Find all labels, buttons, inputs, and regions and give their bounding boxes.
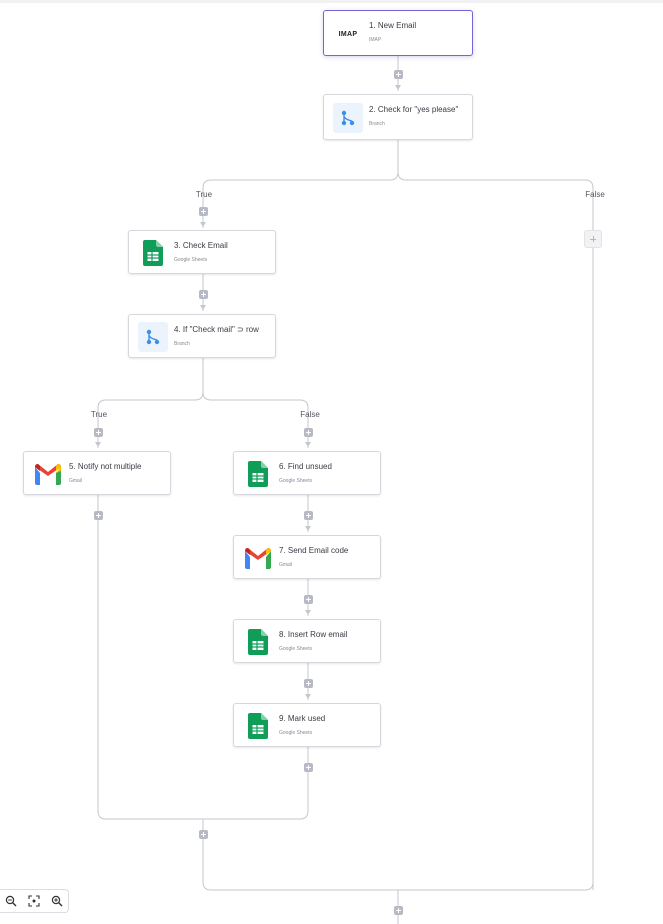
step-title: 7. Send Email code [279,546,349,555]
step-2-branch[interactable]: 2. Check for "yes please" Branch [323,94,473,140]
fit-to-screen-icon [28,895,40,907]
add-step-button[interactable] [304,511,313,520]
step-9-mark-used[interactable]: 9. Mark used Google Sheets [233,703,381,747]
step-title: 2. Check for "yes please" [369,105,459,114]
step-1-new-email[interactable]: IMAP 1. New Email IMAP [323,10,473,56]
step-7-send-email[interactable]: 7. Send Email code Gmail [233,535,381,579]
zoom-in-icon [51,895,63,907]
branch-label-true: True [90,410,108,419]
google-sheets-icon [138,238,168,268]
add-step-button[interactable] [304,679,313,688]
step-app: Google Sheets [279,646,313,652]
zoom-controls [0,889,69,913]
step-app: Google Sheets [174,257,208,263]
branch-label-false: False [300,410,320,419]
step-app: Gmail [69,478,83,484]
step-app: Branch [174,341,190,347]
step-title: 4. If "Check mail" ⊃ row [174,325,259,334]
step-title: 1. New Email [369,21,417,30]
step-title: 5. Notify not multiple [69,462,142,471]
step-app: Gmail [279,562,293,568]
step-app: IMAP [369,37,382,43]
zoom-out-icon [6,895,17,907]
google-sheets-icon [243,459,273,489]
gmail-icon [243,543,273,573]
add-step-false-branch-button[interactable] [584,230,602,248]
add-step-button[interactable] [94,428,103,437]
step-6-find[interactable]: 6. Find unsued Google Sheets [233,451,381,495]
add-step-button[interactable] [94,511,103,520]
branch-label-false: False [585,190,605,199]
add-step-button[interactable] [199,830,208,839]
add-step-button[interactable] [394,70,403,79]
imap-logo-text: IMAP [338,30,358,38]
branch-icon [138,322,168,352]
step-4-branch[interactable]: 4. If "Check mail" ⊃ row Branch [128,314,276,358]
step-3-check-email[interactable]: 3. Check Email Google Sheets [128,230,276,274]
google-sheets-icon [243,711,273,741]
add-step-button[interactable] [394,906,403,915]
zoom-out-button[interactable] [0,890,23,912]
google-sheets-icon [243,627,273,657]
step-app: Google Sheets [279,730,313,736]
fit-to-screen-button[interactable] [23,890,46,912]
step-5-notify[interactable]: 5. Notify not multiple Gmail [23,451,171,495]
step-title: 9. Mark used [279,714,326,723]
imap-logo: IMAP [333,19,363,49]
branch-icon [333,103,363,133]
step-app: Branch [369,121,385,127]
branch-label-true: True [195,190,213,199]
add-step-button[interactable] [199,207,208,216]
add-step-button[interactable] [304,763,313,772]
step-title: 3. Check Email [174,241,228,250]
step-8-insert-row[interactable]: 8. Insert Row email Google Sheets [233,619,381,663]
add-step-button[interactable] [304,595,313,604]
add-step-button[interactable] [199,290,208,299]
step-app: Google Sheets [279,478,313,484]
step-title: 6. Find unsued [279,462,332,471]
zoom-in-button[interactable] [45,890,68,912]
step-title: 8. Insert Row email [279,630,348,639]
gmail-icon [33,459,63,489]
add-step-button[interactable] [304,428,313,437]
top-bar [0,0,663,3]
